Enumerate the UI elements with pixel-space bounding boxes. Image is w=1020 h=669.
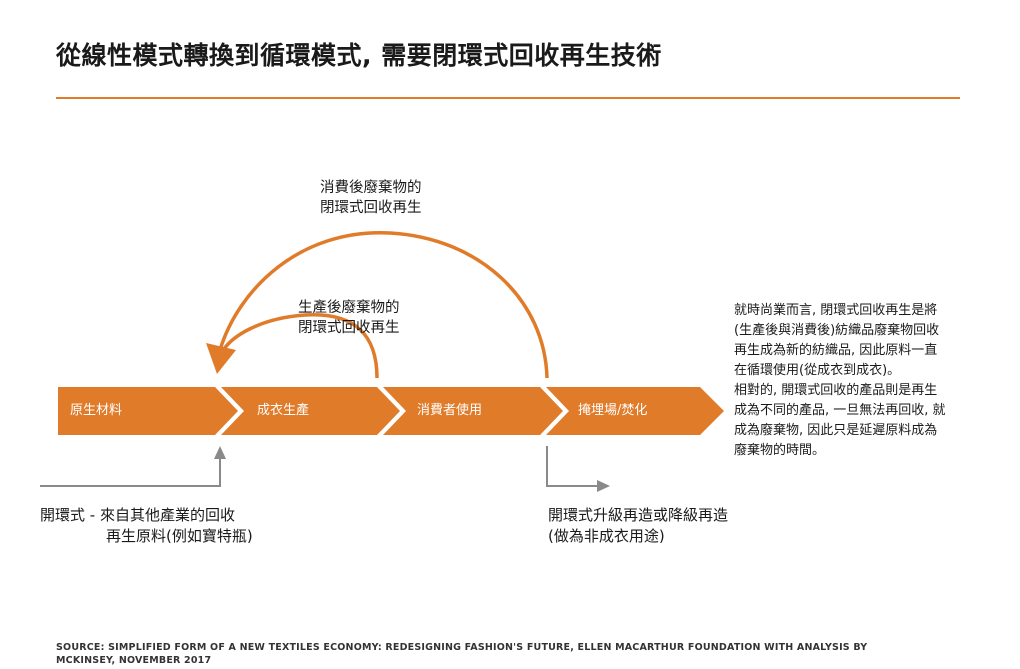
step-chevron-garment-production	[221, 387, 400, 435]
post-consumer-loop-label: 消費後廢棄物的 閉環式回收再生	[320, 180, 422, 216]
open-loop-input-arrow	[40, 458, 221, 487]
loop-arrowhead-icon	[206, 343, 236, 374]
step-label-garment-production: 成衣生產	[257, 403, 310, 418]
page-title: 從線性模式轉換到循環模式, 需要閉環式回收再生技術	[56, 41, 662, 70]
open-loop-output-arrow	[546, 446, 598, 487]
step-chevron-raw-materials	[58, 387, 238, 435]
source-note: SOURCE: SIMPLIFIED FORM OF A NEW TEXTILE…	[56, 642, 868, 666]
post-production-loop-arrow	[220, 313, 379, 379]
open-loop-output-label: 開環式升級再造或降級再造 (做為非成衣用途)	[548, 506, 729, 545]
title-divider	[56, 97, 960, 99]
step-chevron-landfill	[546, 387, 724, 435]
side-explanation: 就時尚業而言, 閉環式回收再生是將 (生產後與消費後)紡織品廢棄物回收 再生成為…	[734, 303, 946, 458]
step-chevron-consumer-use	[383, 387, 563, 435]
up-arrowhead-icon	[214, 446, 226, 459]
right-arrowhead-icon	[597, 480, 610, 492]
post-production-loop-label: 生產後廢棄物的 閉環式回收再生	[298, 300, 400, 336]
step-label-raw-materials: 原生材料	[70, 403, 123, 418]
step-label-landfill: 掩埋場/焚化	[578, 403, 648, 418]
post-consumer-loop-arrow	[218, 231, 549, 379]
open-loop-input-label: 開環式 - 來自其他產業的回收 再生原料(例如寶特瓶)	[40, 506, 253, 545]
step-label-consumer-use: 消費者使用	[417, 403, 483, 418]
